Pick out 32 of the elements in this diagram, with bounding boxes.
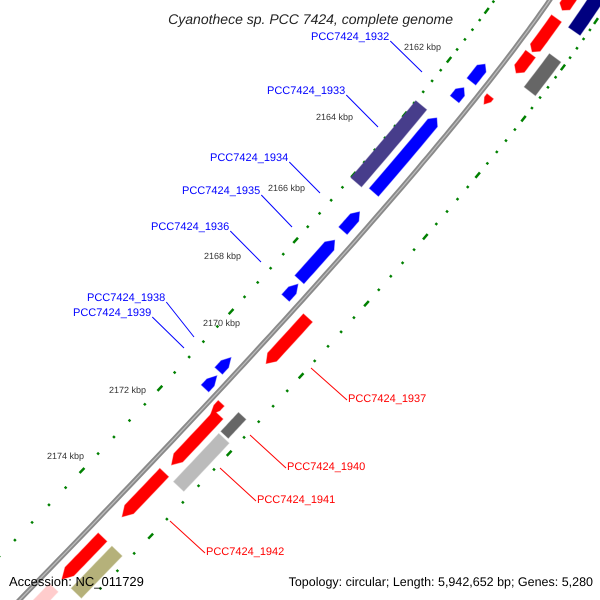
gene-label: PCC7424_1934	[210, 152, 288, 165]
gene-label: PCC7424_1932	[311, 31, 390, 44]
gene-label: PCC7424_1935	[182, 185, 260, 198]
gene-label: PCC7424_1936	[151, 221, 230, 234]
gene-label: PCC7424_1938	[87, 292, 166, 305]
gene-label: PCC7424_1940	[287, 461, 366, 474]
tick-label: 2172 kbp	[109, 385, 146, 395]
leader-line	[260, 194, 292, 228]
tick-label: 2162 kbp	[404, 42, 442, 52]
leader-line	[390, 40, 422, 72]
leader-line	[152, 316, 184, 348]
leader-line	[310, 368, 348, 400]
accession-text: Accession: NC_011729	[9, 574, 144, 590]
leader-line	[230, 230, 262, 262]
tick-label: 2170 kbp	[203, 318, 240, 328]
gene-label: PCC7424_1933	[267, 85, 346, 98]
leader-line	[288, 162, 320, 194]
gene-label: PCC7424_1937	[348, 393, 426, 406]
gene-label: PCC7424_1939	[73, 307, 152, 320]
tick-label: 2168 kbp	[204, 251, 242, 261]
leader-line	[220, 468, 256, 502]
gene-label: PCC7424_1942	[206, 546, 284, 559]
diagram-title: Cyanothece sp. PCC 7424, complete genome	[168, 10, 453, 29]
leader-line	[346, 94, 378, 128]
tick-label: 2164 kbp	[316, 112, 354, 122]
tick-label: 2166 kbp	[268, 183, 306, 193]
leader-line	[170, 520, 206, 554]
gene-label: PCC7424_1941	[257, 494, 336, 507]
genome-summary-text: Topology: circular; Length: 5,942,652 bp; Genes: 5,280	[288, 574, 593, 590]
tick-label: 2174 kbp	[47, 451, 84, 461]
leader-line	[250, 434, 286, 468]
leader-line	[166, 302, 194, 338]
